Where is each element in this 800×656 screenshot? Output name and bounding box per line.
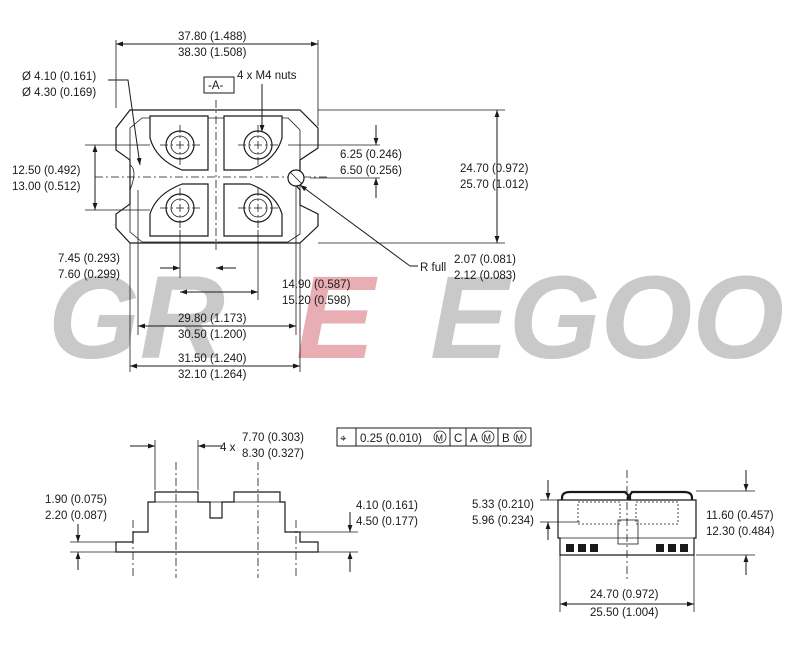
- radius-value-line2: 2.12 (0.083): [454, 270, 516, 282]
- overall-height-line2: 25.70 (1.012): [460, 179, 529, 191]
- terminal-pitch-line2: 15.20 (0.598): [282, 295, 351, 307]
- watermark: GR E EGOO: [48, 252, 784, 384]
- terminal-bottom-right: [223, 183, 283, 237]
- terminal-top-right: [223, 115, 283, 171]
- body-height-line2: 4.50 (0.177): [356, 516, 418, 528]
- terminal-height-line1: 5.33 (0.210): [472, 499, 534, 511]
- tolerance-ref-b-mod: M: [516, 433, 524, 443]
- hole-offset-line1: 6.25 (0.246): [340, 149, 402, 161]
- overall-width-line2: 38.30 (1.508): [178, 47, 247, 59]
- base-width-line1: 31.50 (1.240): [178, 353, 247, 365]
- top-view: 37.80 (1.488) 38.30 (1.508) Ø 4.10 (0.16…: [12, 31, 529, 381]
- total-height-line2: 12.30 (0.484): [706, 526, 775, 538]
- terminal-pitch-line1: 14.90 (0.587): [282, 279, 351, 291]
- tolerance-modifier: M: [436, 433, 444, 443]
- hole-offset-line2: 6.50 (0.256): [340, 165, 402, 177]
- side-view: 4 x 7.70 (0.303) 8.30 (0.327) 1.90 (0.07…: [45, 432, 418, 578]
- terminal-offset-line1: 7.45 (0.293): [58, 253, 120, 265]
- tolerance-frame: ⌖ 0.25 (0.010) M C A M B M: [336, 427, 532, 447]
- terminal-offset-line2: 7.60 (0.299): [58, 269, 120, 281]
- nut-width-prefix: 4 x: [220, 442, 236, 454]
- end-width-line2: 25.50 (1.004): [590, 607, 659, 619]
- hole-span-line2: 30.50 (1.200): [178, 329, 247, 341]
- radius-label: R full: [420, 262, 446, 274]
- hole-span-line1: 29.80 (1.173): [178, 313, 247, 325]
- watermark-text-left: GR: [48, 252, 225, 384]
- nuts-label: 4 x M4 nuts: [237, 70, 297, 82]
- watermark-text-right: EGOO: [430, 252, 784, 384]
- terminal-top-left: [149, 115, 209, 171]
- body-height-line1: 4.10 (0.161): [356, 500, 418, 512]
- datum-a: -A-: [208, 80, 224, 92]
- terminal-bottom-left: [149, 183, 209, 237]
- hole-dia-line1: Ø 4.10 (0.161): [22, 71, 96, 83]
- flange-thk-line2: 2.20 (0.087): [45, 510, 107, 522]
- base-width-line2: 32.10 (1.264): [178, 369, 247, 381]
- left-pitch-line1: 12.50 (0.492): [12, 165, 81, 177]
- insulator-outline: [129, 117, 301, 243]
- datum-a-box: [203, 76, 235, 94]
- tolerance-ref-b: B: [502, 433, 510, 445]
- end-width-line1: 24.70 (0.972): [590, 589, 659, 601]
- nut-width-line1: 7.70 (0.303): [242, 432, 304, 444]
- total-height-line1: 11.60 (0.457): [706, 510, 774, 522]
- flange-thk-line1: 1.90 (0.075): [45, 494, 107, 506]
- position-tolerance-icon: ⌖: [340, 433, 347, 445]
- mounting-notch: [129, 164, 135, 191]
- tolerance-ref-a: A: [470, 433, 478, 445]
- radius-value-line1: 2.07 (0.081): [454, 254, 516, 266]
- terminal-height-line2: 5.96 (0.234): [472, 515, 534, 527]
- overall-height-line1: 24.70 (0.972): [460, 163, 529, 175]
- tolerance-ref-a-mod: M: [484, 433, 492, 443]
- hole-dia-line2: Ø 4.30 (0.169): [22, 87, 96, 99]
- tolerance-ref-c: C: [454, 433, 462, 445]
- end-view: 5.33 (0.210) 5.96 (0.234) 11.60 (0.457) …: [472, 470, 775, 619]
- side-profile: [115, 491, 319, 553]
- overall-width-line1: 37.80 (1.488): [178, 31, 247, 43]
- left-pitch-line2: 13.00 (0.512): [12, 181, 81, 193]
- watermark-text-mid: E: [296, 252, 378, 384]
- tolerance-value: 0.25 (0.010): [360, 433, 422, 445]
- nut-width-line2: 8.30 (0.327): [242, 448, 304, 460]
